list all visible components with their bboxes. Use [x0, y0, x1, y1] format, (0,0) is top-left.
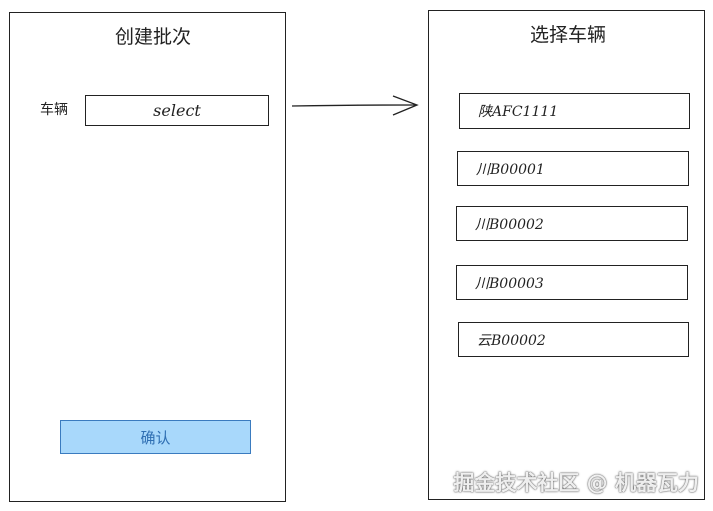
select-vehicle-panel: [428, 10, 705, 500]
watermark: 掘金技术社区 @ 机器瓦力: [453, 471, 699, 495]
create-batch-title: 创建批次: [115, 26, 192, 48]
vehicle-option[interactable]: 川B00001: [457, 151, 689, 186]
flow-arrow-icon: [291, 95, 419, 116]
vehicle-option[interactable]: 陕AFC1111: [459, 93, 690, 129]
vehicle-option[interactable]: 川B00003: [456, 265, 688, 300]
vehicle-select[interactable]: select: [85, 95, 269, 126]
vehicle-option[interactable]: 川B00002: [456, 206, 688, 241]
select-vehicle-title: 选择车辆: [530, 24, 607, 46]
vehicle-label: 车辆: [40, 102, 68, 118]
vehicle-option[interactable]: 云B00002: [458, 322, 689, 357]
confirm-button[interactable]: 确认: [60, 420, 251, 454]
